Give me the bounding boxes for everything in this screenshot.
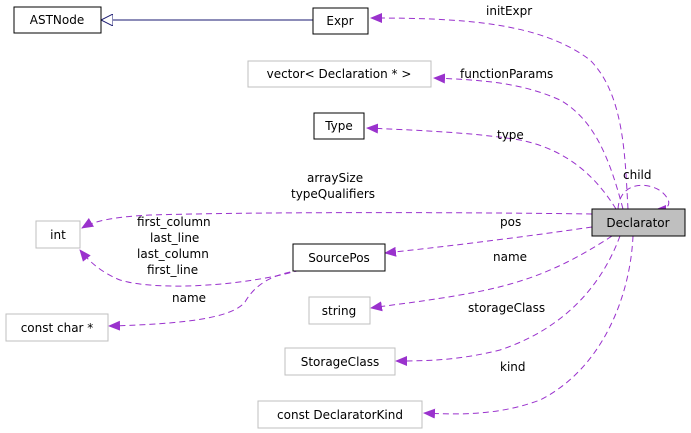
- edge-pos: [384, 226, 593, 257]
- node-vector[interactable]: vector< Declaration * >: [247, 60, 432, 88]
- edge-type: [366, 123, 617, 210]
- node-declaratorkind-label: const DeclaratorKind: [277, 408, 403, 422]
- label-last-column: last_column: [137, 247, 209, 261]
- node-storageclass[interactable]: StorageClass: [284, 347, 396, 376]
- node-constchar[interactable]: const char *: [5, 313, 109, 342]
- node-declarator-label: Declarator: [606, 216, 669, 230]
- node-int-label: int: [50, 228, 66, 242]
- node-vector-label: vector< Declaration * >: [267, 67, 412, 81]
- edge-initexpr: [370, 13, 629, 210]
- node-constchar-label: const char *: [21, 321, 94, 335]
- node-type[interactable]: Type: [313, 112, 365, 140]
- node-astnode-label: ASTNode: [30, 13, 84, 27]
- label-first-column: first_column: [137, 215, 211, 229]
- node-expr[interactable]: Expr: [312, 7, 369, 35]
- node-string-label: string: [322, 304, 356, 318]
- edge-labels: initExpr functionParams type child array…: [137, 4, 652, 374]
- edge-sourcepos-constchar: [108, 269, 301, 331]
- node-declaratorkind[interactable]: const DeclaratorKind: [257, 400, 423, 429]
- edge-kind: [423, 235, 634, 419]
- label-initexpr: initExpr: [486, 4, 532, 18]
- edges: [79, 13, 670, 419]
- label-child: child: [623, 168, 652, 182]
- edge-name-string: [370, 235, 613, 312]
- node-storageclass-label: StorageClass: [301, 355, 380, 369]
- nodes: ASTNode Expr vector< Declaration * > Typ…: [5, 6, 686, 429]
- node-int[interactable]: int: [35, 220, 81, 249]
- node-astnode[interactable]: ASTNode: [13, 6, 102, 34]
- edge-sourcepos-int: [79, 249, 301, 287]
- node-sourcepos-label: SourcePos: [308, 251, 370, 265]
- node-type-label: Type: [324, 119, 353, 133]
- label-pos: pos: [500, 215, 521, 229]
- node-declarator[interactable]: Declarator: [591, 208, 686, 237]
- label-type: type: [497, 128, 524, 142]
- label-storageclass: storageClass: [468, 301, 545, 315]
- node-sourcepos[interactable]: SourcePos: [292, 243, 386, 272]
- edge-child-selfloop: [617, 184, 670, 215]
- edge-storageclass: [395, 235, 621, 366]
- node-string[interactable]: string: [308, 296, 371, 325]
- label-typequalifiers: typeQualifiers: [291, 187, 375, 201]
- label-kind: kind: [500, 360, 526, 374]
- label-first-line: first_line: [147, 263, 198, 277]
- label-last-line: last_line: [150, 231, 199, 245]
- edge-arraysize: [81, 212, 593, 229]
- label-name-sourcepos: name: [172, 291, 206, 305]
- node-expr-label: Expr: [326, 14, 353, 28]
- label-functionparams: functionParams: [460, 67, 553, 81]
- label-arraysize: arraySize: [307, 171, 363, 185]
- edge-functionparams: [433, 73, 624, 210]
- label-name-declarator: name: [493, 250, 527, 264]
